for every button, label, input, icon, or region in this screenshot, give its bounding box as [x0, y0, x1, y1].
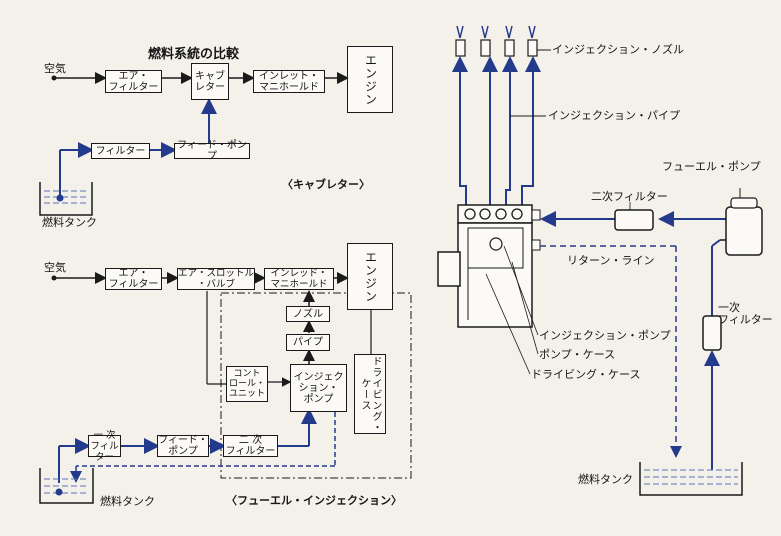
injection-pipe-label: インジェクション・パイプ [548, 109, 680, 122]
pump-case-label: ポンプ・ケース [539, 348, 616, 361]
injection-pump-box: インジェク ション・ ポンプ [290, 364, 347, 412]
fuel-injection-caption: 〈フューエル・インジェクション〉 [226, 494, 402, 507]
top-air-filter-box: エア・ フィルター [105, 70, 162, 93]
primary-filter-box: 一 次 フィルター [88, 430, 121, 463]
driving-case-label: ドライビング・ケース [531, 368, 641, 381]
top-feed-pump-box: フィード・ポンプ [174, 140, 250, 162]
injection-pump-label: インジェクション・ポンプ [539, 329, 671, 342]
carburetor-box: キャブ レター [191, 63, 229, 100]
throttle-valve-box: エア・スロットル ・バルブ [177, 268, 255, 290]
top-fuel-tank-label: 燃料タンク [42, 216, 97, 229]
top-filter-box: フィルター [91, 143, 150, 159]
bottom-fuel-tank-label: 燃料タンク [100, 495, 155, 508]
primary-filter-label: 一次 フィルター [718, 301, 773, 326]
bottom-intake-manifold-box: インレッド・ マニホールド [264, 268, 334, 290]
pipe-box: パイプ [286, 334, 330, 351]
diagram-title: 燃料系統の比較 [148, 47, 240, 62]
injection-nozzle-label: インジェクション・ノズル [552, 43, 684, 56]
control-unit-box: コント ロール・ ユニット [226, 366, 268, 402]
top-intake-manifold-box: インレット・ マニホールド [253, 70, 325, 93]
carburetor-caption: 〈キャブレター〉 [282, 178, 370, 191]
right-fuel-tank-label: 燃料タンク [578, 473, 633, 486]
bottom-feed-pump-box: フィード・ ポンプ [157, 435, 209, 457]
top-engine-box: エンジン [347, 46, 393, 113]
bottom-air-filter-box: エア・ フィルター [105, 268, 162, 290]
bottom-engine-box: エンジン [347, 243, 393, 310]
driving-case-box: ドライビング・ケース [354, 354, 386, 434]
top-air-label: 空気 [44, 62, 66, 75]
secondary-filter-label: 二次フィルター [591, 190, 668, 203]
secondary-filter-box: 二 次 フィルター [223, 435, 278, 457]
bottom-air-label: 空気 [44, 261, 66, 274]
nozzle-box: ノズル [286, 306, 330, 322]
fuel-pump-label: フューエル・ポンプ [662, 160, 761, 173]
return-line-label: リターン・ライン [567, 254, 655, 267]
